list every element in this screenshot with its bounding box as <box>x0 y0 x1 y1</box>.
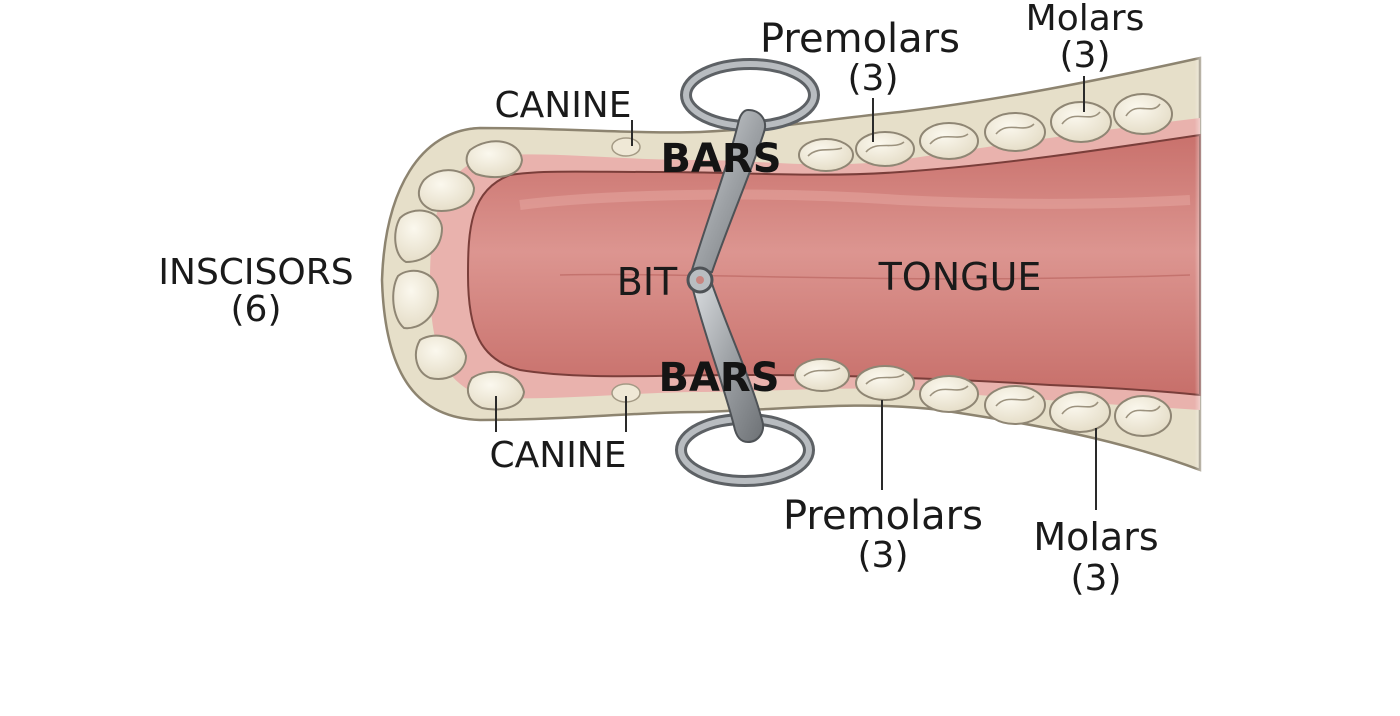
right-fade <box>1100 40 1210 490</box>
leader-lines <box>495 76 1097 510</box>
tongue <box>466 133 1201 397</box>
incisors-count: (6) <box>231 289 282 330</box>
bars-bottom-label: BARS <box>658 355 779 401</box>
incisors-label: INSCISORS <box>158 252 353 293</box>
tongue-center-groove <box>559 273 1191 280</box>
bit-label: BIT <box>617 260 678 304</box>
canine-top-tooth <box>611 137 641 157</box>
molars-bottom-count: (3) <box>1071 558 1122 599</box>
premolars-bottom-count: (3) <box>858 535 909 576</box>
tongue-label: TONGUE <box>878 255 1042 299</box>
incisor-teeth <box>392 140 526 411</box>
canine-top-label: CANINE <box>495 85 632 126</box>
canine-bottom-label: CANINE <box>490 435 627 476</box>
molars-bottom-label: Molars <box>1033 515 1158 559</box>
molars-top-label: Molars <box>1026 0 1145 39</box>
snaffle-bit <box>675 58 820 487</box>
bars-top-label: BARS <box>660 136 781 182</box>
premolars-top-label: Premolars <box>760 16 960 62</box>
molars-top-count: (3) <box>1060 35 1111 76</box>
premolars-top-count: (3) <box>848 58 899 99</box>
bit-mouthpiece-bottom <box>690 282 764 444</box>
tongue-highlight <box>519 189 1191 210</box>
premolars-bottom-label: Premolars <box>783 493 983 539</box>
